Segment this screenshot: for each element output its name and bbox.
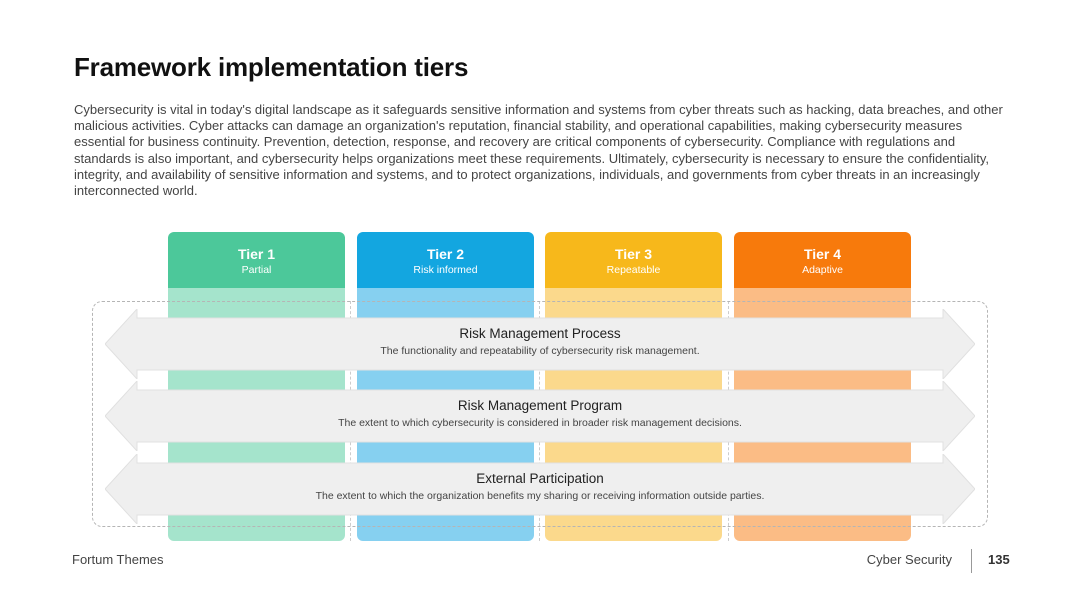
tier-subtitle: Partial <box>241 264 272 276</box>
tier-subtitle: Adaptive <box>802 264 843 276</box>
tier-header: Tier 2 Risk informed <box>357 232 534 288</box>
tier-name: Tier 4 <box>803 246 842 262</box>
row-description: The functionality and repeatability of c… <box>380 345 700 357</box>
row-title: Risk Management Program <box>457 398 623 413</box>
row-title: Risk Management Process <box>459 326 621 341</box>
footer-brand: Fortum Themes <box>72 552 164 567</box>
footer-topic: Cyber Security <box>866 552 952 567</box>
tier-name: Tier 2 <box>426 246 465 262</box>
double-arrow-icon <box>105 309 975 379</box>
arrow-external-participation: External Participation The extent to whi… <box>105 454 975 524</box>
intro-paragraph: Cybersecurity is vital in today's digita… <box>74 102 1003 199</box>
double-arrow-icon <box>105 381 975 451</box>
tier-header: Tier 4 Adaptive <box>734 232 911 288</box>
row-description: The extent to which cybersecurity is con… <box>338 417 742 429</box>
row-description: The extent to which the organization ben… <box>315 490 765 502</box>
arrow-risk-management-program: Risk Management Program The extent to wh… <box>105 381 975 451</box>
footer-divider <box>971 549 972 573</box>
tier-name: Tier 1 <box>237 246 276 262</box>
page-number: 135 <box>988 552 1010 567</box>
double-arrow-icon <box>105 454 975 524</box>
page-title: Framework implementation tiers <box>74 52 469 82</box>
dashed-frame <box>92 301 988 527</box>
tier-subtitle: Risk informed <box>413 264 478 276</box>
tier-name: Tier 3 <box>614 246 653 262</box>
tier-subtitle: Repeatable <box>606 264 661 276</box>
tier-header: Tier 1 Partial <box>168 232 345 288</box>
arrow-risk-management-process: Risk Management Process The functionalit… <box>105 309 975 379</box>
tier-header: Tier 3 Repeatable <box>545 232 722 288</box>
row-title: External Participation <box>476 471 604 486</box>
